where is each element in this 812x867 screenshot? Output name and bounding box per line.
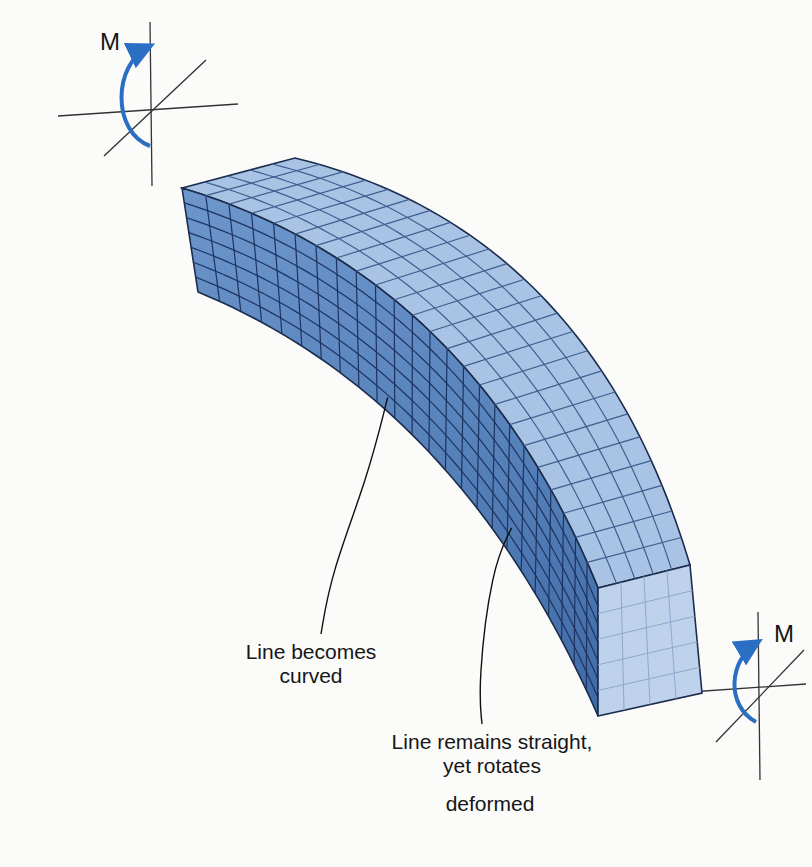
grid-line [521, 446, 524, 571]
moment-arrow [734, 642, 758, 722]
grid-line [196, 277, 598, 698]
leader-line [321, 398, 388, 634]
grid-line [445, 349, 447, 470]
grid-line [250, 170, 653, 574]
grid-line [598, 642, 697, 665]
grid-line [477, 385, 479, 508]
grid-line [538, 437, 640, 468]
moment-axes [58, 22, 806, 780]
grid-line [356, 235, 470, 271]
grid-line [586, 562, 588, 690]
grid-line [229, 172, 343, 204]
grid-line [574, 537, 575, 664]
grid-line [189, 233, 598, 643]
leader-line [480, 528, 511, 724]
grid-line [535, 467, 538, 593]
grid-line [316, 246, 321, 359]
grid-line [394, 300, 396, 418]
grid-line [394, 264, 507, 300]
grid-line [412, 279, 524, 315]
grid-line [495, 371, 602, 405]
front-grid [184, 196, 598, 698]
grid-line [587, 538, 681, 563]
grid-line [510, 392, 615, 425]
grid-line [274, 223, 282, 334]
grid-line [412, 315, 413, 434]
beam [182, 158, 702, 716]
grid-line [274, 189, 388, 223]
grid-line [492, 404, 495, 528]
grid-line [461, 366, 463, 488]
grid-line [336, 222, 450, 258]
grid-line [356, 271, 359, 387]
end-grid [598, 571, 700, 711]
grid-line [206, 164, 320, 195]
grid-line [598, 591, 692, 614]
axis-line [690, 684, 806, 692]
moment-arrow [122, 46, 151, 146]
grid-line [598, 667, 700, 690]
axis-line [716, 650, 804, 742]
grid-line [430, 296, 541, 332]
moment-label: M [100, 28, 124, 56]
moment-label: M [774, 620, 798, 648]
grid-line [187, 218, 598, 625]
grid-line [229, 204, 241, 311]
grid-line [295, 234, 302, 346]
grid-line [447, 313, 557, 348]
grid-line [376, 249, 489, 285]
callout-text: Line becomes curved [236, 640, 386, 688]
grid-line [252, 213, 262, 322]
grid-line [227, 176, 635, 579]
grid-line [549, 490, 551, 616]
grid-line [376, 285, 378, 402]
grid-line [524, 414, 628, 446]
grid-line [193, 262, 598, 679]
beam-front-face [182, 188, 598, 716]
grid-line [644, 577, 650, 705]
grid-line [191, 247, 598, 661]
axis-line [104, 60, 206, 156]
axis-line [150, 22, 152, 186]
grid-line [184, 203, 598, 606]
grid-line [252, 180, 366, 213]
grid-line [316, 210, 430, 245]
grid-line [564, 485, 662, 513]
grid-line [295, 199, 409, 234]
grid-line [205, 182, 617, 583]
grid-line [621, 582, 624, 710]
grid-line [336, 258, 340, 373]
grid-line [562, 513, 564, 640]
grid-line [598, 616, 695, 639]
grid-line [507, 425, 510, 550]
beam-end-face [598, 565, 702, 716]
grid-line [576, 511, 672, 537]
caption-text: deformed [430, 792, 550, 816]
grid-line [551, 461, 651, 490]
leader-lines [321, 398, 512, 724]
top-grid [205, 164, 682, 583]
grid-line [667, 571, 676, 699]
grid-line [272, 164, 671, 570]
grid-line [206, 196, 220, 302]
callout-text: Line remains straight, yet rotates [382, 730, 602, 778]
grid-line [429, 332, 430, 453]
